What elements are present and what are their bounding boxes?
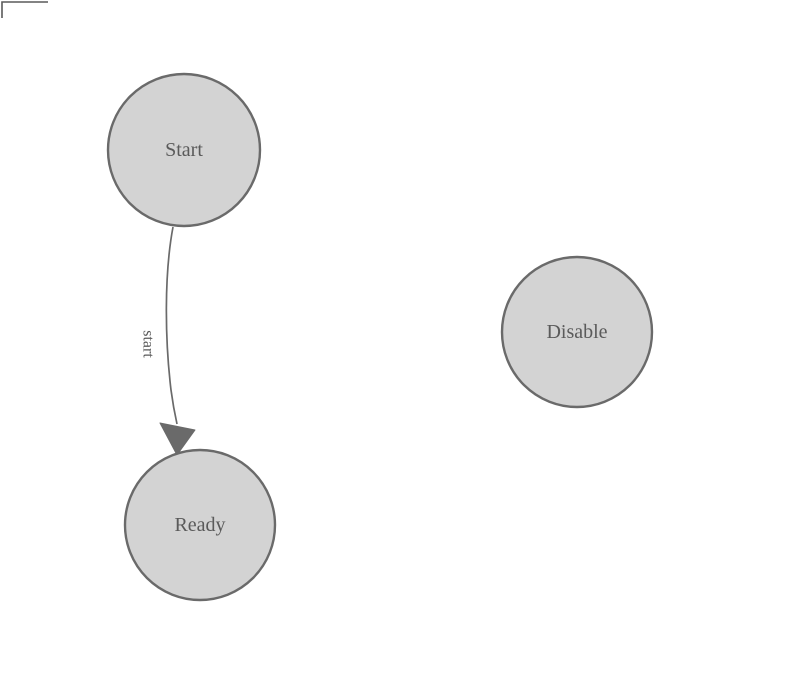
node-start-label: Start bbox=[165, 139, 203, 161]
edge-label-start: start bbox=[140, 330, 157, 358]
node-ready-label: Ready bbox=[174, 514, 225, 536]
node-start[interactable]: Start bbox=[106, 72, 262, 228]
node-ready-circle[interactable] bbox=[123, 448, 277, 602]
edge-arrowhead-icon bbox=[159, 422, 196, 456]
canvas-corner-mark-icon bbox=[1, 1, 48, 18]
node-start-circle[interactable] bbox=[106, 72, 262, 228]
node-ready[interactable]: Ready bbox=[123, 448, 277, 602]
edge-start-to-ready[interactable]: start bbox=[140, 226, 196, 456]
edge-path-start-to-ready bbox=[165, 226, 178, 425]
node-disable-circle[interactable] bbox=[500, 255, 654, 409]
node-disable[interactable]: Disable bbox=[500, 255, 654, 409]
node-disable-label: Disable bbox=[546, 321, 607, 343]
